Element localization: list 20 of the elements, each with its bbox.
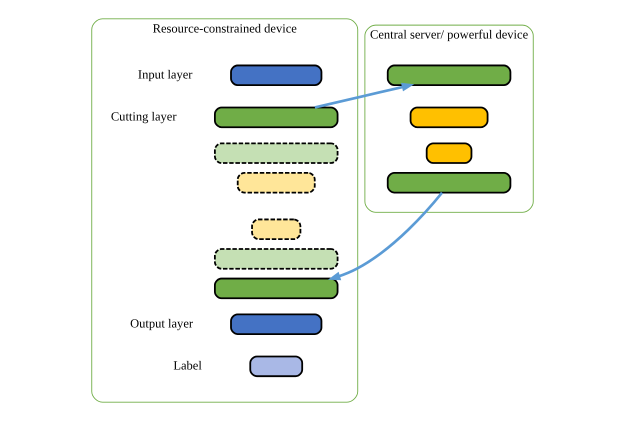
node-bar [230, 314, 322, 335]
arrow [328, 192, 444, 280]
node-label: Output layer [130, 316, 194, 331]
node-bar [214, 278, 338, 300]
node-bar [214, 142, 338, 164]
arrow [314, 82, 414, 109]
node-bar [214, 248, 338, 270]
node-bar [426, 142, 472, 164]
node-bar [386, 172, 512, 194]
node-bar [249, 356, 304, 378]
node-bar [386, 64, 512, 86]
node-bar [236, 172, 316, 194]
node-label: Input layer [138, 68, 192, 82]
node-bar [410, 106, 488, 128]
cluster: Central server/ powerful device [364, 24, 534, 213]
node-bar [230, 64, 322, 86]
node-label: Label [173, 358, 202, 373]
node-bar [251, 218, 302, 240]
node-bar [214, 106, 338, 128]
node-label: Cutting layer [110, 110, 177, 124]
